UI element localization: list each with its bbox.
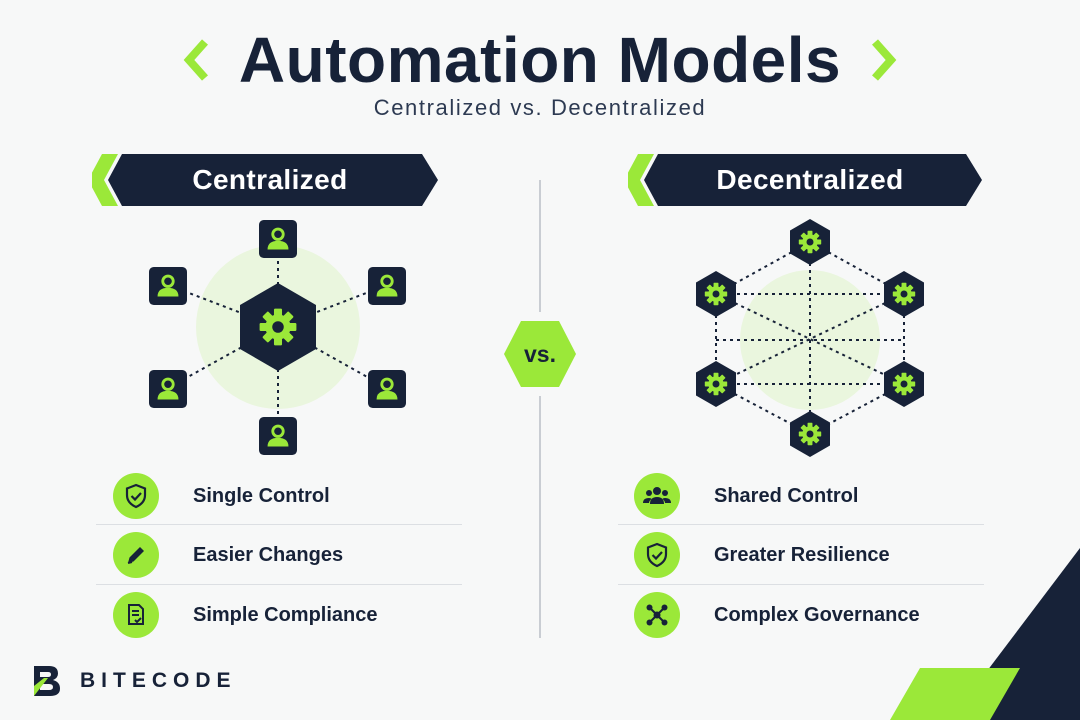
gear-icon <box>892 282 916 306</box>
title-row: Automation Models <box>0 22 1080 98</box>
gear-icon <box>798 422 822 446</box>
gear-icon <box>704 282 728 306</box>
feature-text: Complex Governance <box>714 603 920 626</box>
feature-separator <box>618 524 984 525</box>
centralized-banner: Centralized <box>92 154 438 206</box>
page-subtitle: Centralized vs. Decentralized <box>373 95 707 120</box>
person-icon <box>149 370 187 408</box>
vs-badge <box>504 321 576 387</box>
chevron-right-icon <box>872 39 897 81</box>
divider-top <box>539 180 541 312</box>
gear-icon <box>259 308 297 346</box>
page-title: Automation Models <box>238 24 842 96</box>
feature-text: Greater Resilience <box>714 543 890 566</box>
decentralized-diagram <box>696 219 924 457</box>
centralized-diagram <box>149 220 406 455</box>
document-check-icon <box>113 592 159 638</box>
feature-separator <box>96 584 462 585</box>
centralized-feature: Single Control <box>113 472 330 520</box>
decentralized-feature: Complex Governance <box>634 591 920 639</box>
feature-text: Easier Changes <box>193 543 344 566</box>
feature-separator <box>618 584 984 585</box>
shield-check-icon <box>634 532 680 578</box>
divider-bottom <box>539 396 541 638</box>
brand-name: BITECODE <box>80 669 237 692</box>
pencil-icon <box>113 532 159 578</box>
person-icon <box>259 417 297 455</box>
brand-logo: BITECODE <box>32 664 237 698</box>
person-icon <box>259 220 297 258</box>
decentralized-feature: Greater Resilience <box>634 531 890 579</box>
gear-icon <box>704 372 728 396</box>
centralized-feature: Simple Compliance <box>113 591 378 639</box>
decentralized-feature: Shared Control <box>634 472 858 520</box>
feature-separator <box>96 524 462 525</box>
person-icon <box>368 370 406 408</box>
corner-decoration <box>890 548 1080 720</box>
centralized-label: Centralized <box>192 164 348 195</box>
bitecode-logo-icon <box>34 666 60 696</box>
feature-text: Simple Compliance <box>193 603 378 626</box>
gear-icon <box>798 230 822 254</box>
shield-check-icon <box>113 473 159 519</box>
chevron-left-icon <box>183 39 208 81</box>
network-icon <box>634 592 680 638</box>
feature-text: Shared Control <box>714 484 859 507</box>
centralized-feature: Easier Changes <box>113 531 343 579</box>
decentralized-banner: Decentralized <box>628 154 982 206</box>
users-icon <box>634 473 680 519</box>
person-icon <box>368 267 406 305</box>
vs-label: vs. <box>524 340 556 367</box>
decentralized-label: Decentralized <box>716 164 904 195</box>
gear-icon <box>892 372 916 396</box>
feature-text: Single Control <box>193 484 330 507</box>
person-icon <box>149 267 187 305</box>
